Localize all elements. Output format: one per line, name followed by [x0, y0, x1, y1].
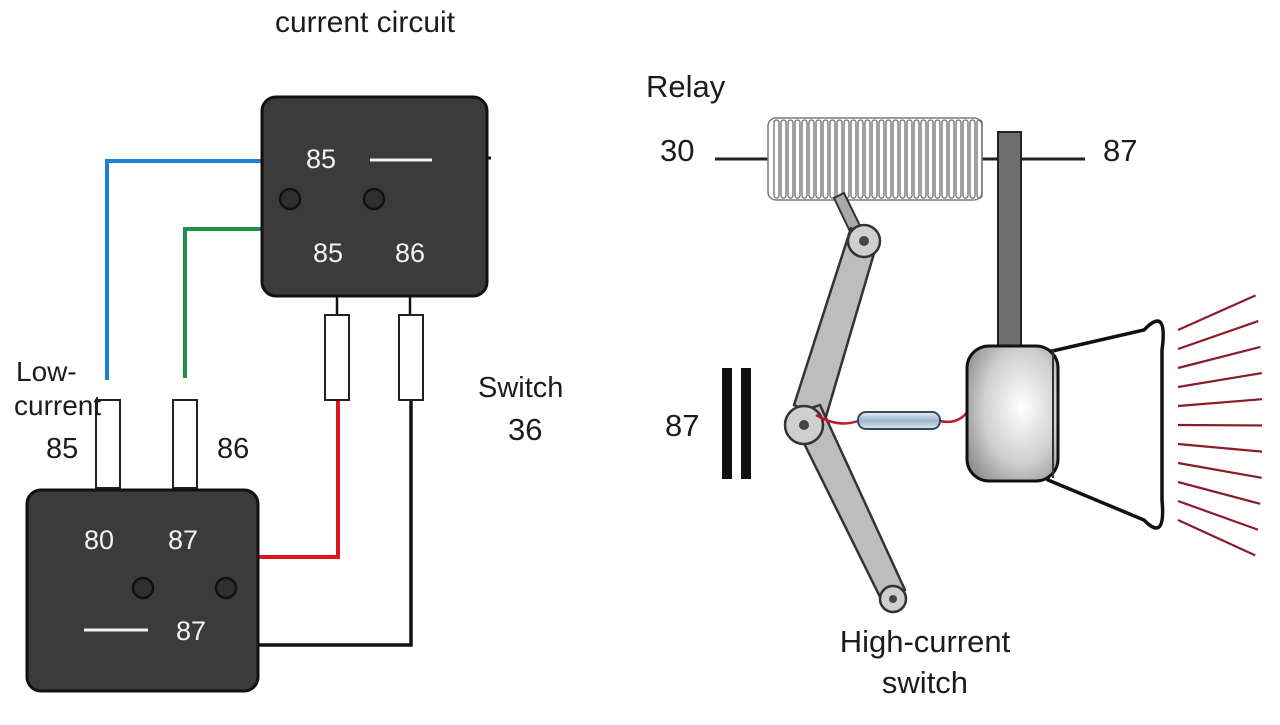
switch-arm — [785, 193, 906, 612]
inline-fuse — [816, 411, 968, 429]
label-low-current-2: current — [14, 391, 101, 422]
label-high-current: High-current — [810, 625, 1040, 659]
label-pin-86: 86 — [217, 434, 249, 466]
label-switch: Switch — [478, 373, 563, 405]
relay-coil — [768, 118, 982, 200]
sound-ray — [1178, 482, 1260, 504]
bottom-relay-pin-87-upper: 87 — [168, 527, 198, 554]
connector-red — [325, 315, 349, 400]
bottom-relay-pin-80: 80 — [84, 527, 114, 554]
wire-red — [258, 398, 338, 557]
sound-ray — [1178, 444, 1262, 452]
label-terminal-30: 30 — [660, 134, 694, 168]
label-pin-85: 85 — [46, 434, 78, 466]
top-relay-pin-86: 86 — [395, 240, 425, 267]
label-relay: Relay — [646, 70, 725, 104]
sound-ray — [1178, 347, 1260, 368]
top-relay-pin-85-upper: 85 — [306, 146, 336, 173]
sound-ray — [1178, 373, 1262, 387]
bottom-relay — [27, 490, 258, 691]
label-switch-word: switch — [810, 666, 1040, 700]
sound-rays — [1178, 295, 1262, 555]
label-switch-number: 36 — [508, 413, 542, 447]
wire-black — [258, 398, 411, 645]
wire-green — [185, 229, 262, 378]
relay-post — [998, 132, 1021, 348]
top-relay — [262, 97, 491, 315]
sound-ray — [1178, 295, 1256, 330]
sound-ray — [1178, 463, 1262, 478]
bottom-relay-pin-87-lower: 87 — [176, 618, 206, 645]
contact-plates — [722, 368, 751, 479]
horn — [967, 321, 1163, 528]
connector-black — [399, 315, 423, 400]
sound-ray — [1178, 399, 1262, 406]
label-low-current-1: Low- — [16, 357, 77, 388]
label-terminal-87-right: 87 — [1103, 134, 1137, 168]
connector-green — [173, 400, 197, 497]
label-terminal-87-left: 87 — [665, 409, 699, 443]
top-relay-pin-85-lower: 85 — [313, 240, 343, 267]
diagram-title: current circuit — [230, 6, 500, 39]
